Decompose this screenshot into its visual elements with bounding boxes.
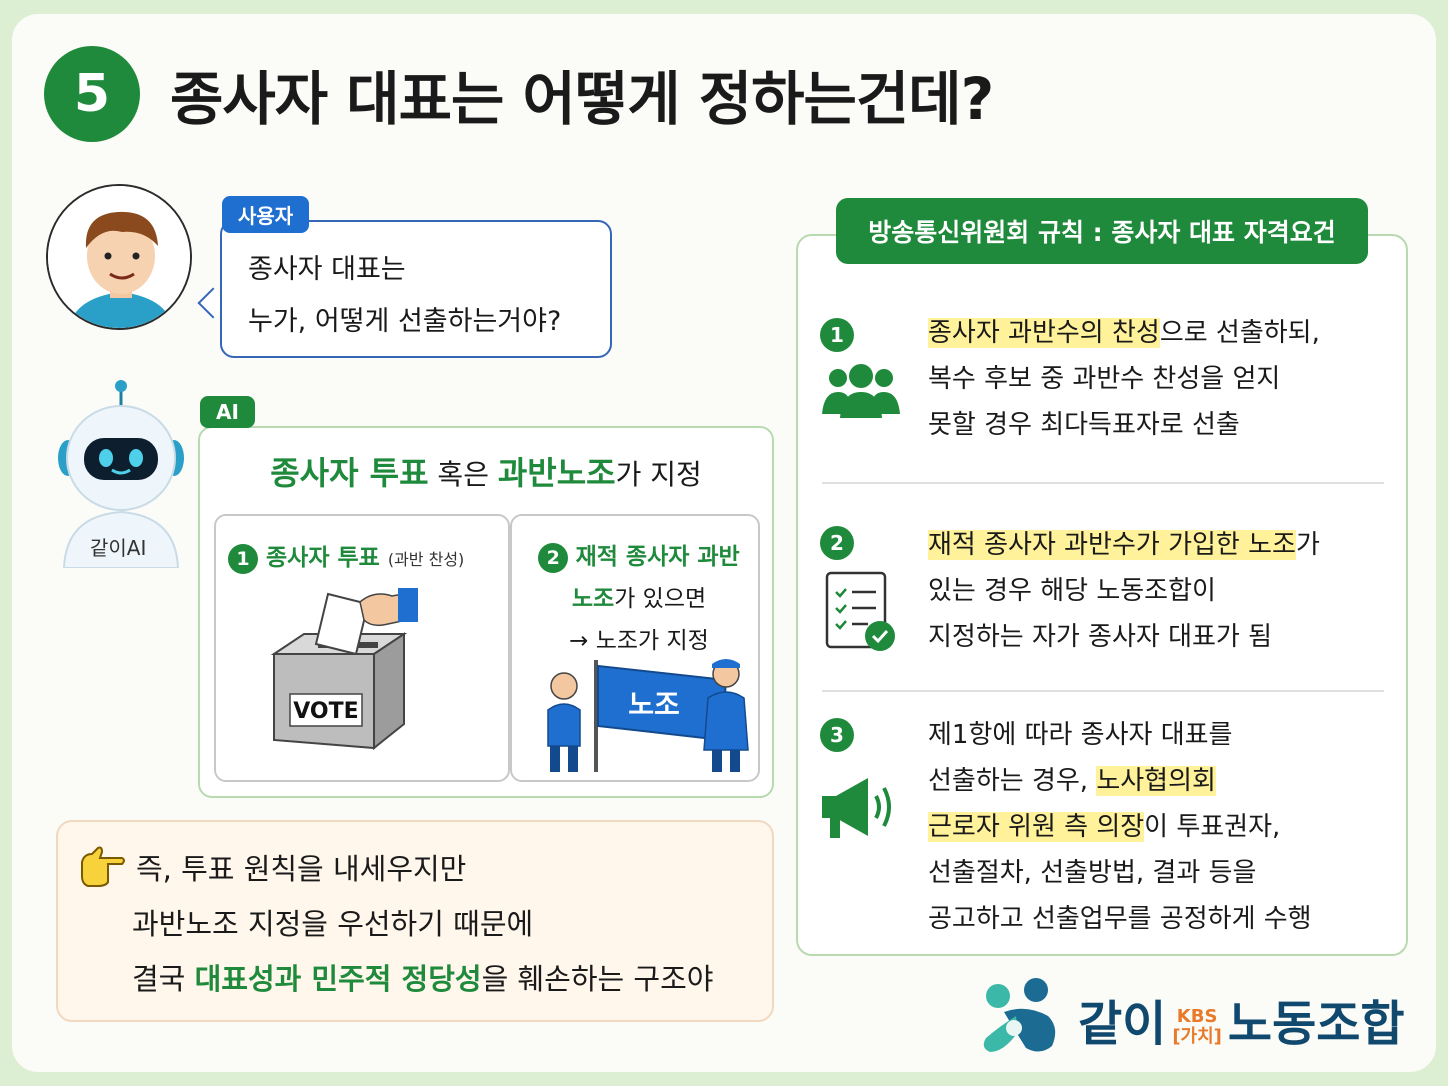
rule-highlight: 근로자 위원 측 의장 (928, 812, 1145, 842)
user-question-bubble: 종사자 대표는 누가, 어떻게 선출하는거야? (220, 220, 612, 358)
logo-kbs-line: [가치] (1172, 1026, 1222, 1047)
logo-main: 같이 (1078, 996, 1167, 1052)
rule-number: 3 (820, 718, 854, 752)
page-title: 종사자 대표는 어떻게 정하는건데? (170, 65, 994, 133)
pointing-hand-icon (81, 846, 125, 887)
user-avatar-icon (48, 186, 190, 328)
step-number-badge: 5 (44, 46, 140, 142)
rule-line: 이 투표권자, (1144, 812, 1281, 842)
logo-main: 노동조합 (1227, 996, 1405, 1052)
headline-part: 혹은 (428, 458, 498, 491)
rule-3-text: 제1항에 따라 종사자 대표를 선출하는 경우, 노사협의회 근로자 위원 측 … (928, 712, 1312, 942)
rule-line: 선출절차, 선출방법, 결과 등을 (928, 858, 1257, 888)
rule-line: 으로 선출하되, (1159, 318, 1320, 348)
user-question-line: 누가, 어떻게 선출하는거야? (248, 306, 562, 337)
rule-number: 2 (820, 526, 854, 560)
option-number: 2 (538, 542, 569, 573)
rule-line: 제1항에 따라 종사자 대표를 (928, 720, 1233, 750)
rule-divider (822, 482, 1384, 484)
rule-highlight: 종사자 과반수의 찬성 (928, 318, 1160, 348)
rule-line: 못할 경우 최다득표자로 선출 (928, 410, 1240, 440)
checklist-icon (825, 571, 895, 651)
rule-highlight: 재적 종사자 과반수가 가입한 노조 (928, 530, 1296, 560)
rule-number: 1 (820, 318, 854, 352)
union-flag-icon: 노조 (547, 659, 749, 772)
option-vote-sub: (과반 찬성) (387, 550, 465, 569)
ballot-box-icon: VOTE (270, 588, 418, 751)
option-union-line: 노조 (571, 586, 615, 612)
option-union-line: → 노조가 지정 (569, 628, 709, 654)
rule-2-text: 재적 종사자 과반수가 가입한 노조가 있는 경우 해당 노동조합이 지정하는 … (928, 522, 1320, 660)
flag-label: 노조 (628, 688, 680, 721)
logo-kbs-line: KBS (1176, 1006, 1218, 1027)
headline-part: 과반노조 (497, 454, 616, 492)
summary-line: 즉, 투표 원칙을 내세우지만 (136, 852, 467, 886)
logo-kbs: KBS[가치] (1172, 1007, 1222, 1047)
rule-line: 지정하는 자가 종사자 대표가 됨 (928, 622, 1273, 652)
ai-headline: 종사자 투표 혹은 과반노조가 지정 (0, 448, 972, 494)
union-logo-icon (983, 978, 1056, 1052)
ai-tag: AI (200, 396, 255, 428)
summary-emphasis: 대표성과 민주적 정당성 (194, 962, 482, 996)
headline-part: 종사자 투표 (270, 454, 429, 492)
option-union-line: 가 있으면 (614, 586, 707, 612)
summary-part: 을 훼손하는 구조야 (481, 962, 714, 996)
rule-line: 선출하는 경우, (928, 766, 1097, 796)
group-icon (822, 364, 900, 418)
rule-line: 있는 경우 해당 노동조합이 (928, 576, 1216, 606)
option-number: 1 (228, 543, 258, 574)
rule-1-text: 종사자 과반수의 찬성으로 선출하되, 복수 후보 중 과반수 찬성을 얻지 못… (928, 310, 1320, 448)
rules-title: 방송통신위원회 규칙 : 종사자 대표 자격요건 (836, 198, 1368, 264)
option-union-line: 재적 종사자 과반 (575, 544, 740, 570)
option-union-heading: 2 재적 종사자 과반 노조가 있으면 → 노조가 지정 (524, 536, 754, 662)
rule-line: 공고하고 선출업무를 공정하게 수행 (928, 904, 1312, 934)
summary-line: 결국 대표성과 민주적 정당성을 훼손하는 구조야 (132, 952, 713, 1007)
summary-line: 과반노조 지정을 우선하기 때문에 (132, 907, 534, 941)
ai-name-label: 같이AI (90, 536, 147, 560)
user-tag: 사용자 (222, 196, 310, 233)
summary-box (56, 820, 774, 1022)
rule-line: 가 (1295, 530, 1320, 560)
robot-icon (58, 380, 184, 568)
summary-part: 결국 (132, 962, 195, 996)
ballot-label: VOTE (293, 699, 358, 724)
rule-highlight: 노사협의회 (1096, 766, 1216, 796)
summary-text: 즉, 투표 원칙을 내세우지만 과반노조 지정을 우선하기 때문에 결국 대표성… (132, 842, 713, 1007)
rule-line: 복수 후보 중 과반수 찬성을 얻지 (928, 364, 1281, 394)
megaphone-icon (822, 778, 891, 838)
rule-divider (822, 690, 1384, 692)
user-avatar (46, 184, 192, 330)
headline-part: 가 지정 (615, 458, 702, 491)
option-vote-heading: 1 종사자 투표 (과반 찬성) (228, 538, 464, 574)
user-question-line: 종사자 대표는 (248, 254, 406, 285)
option-vote-label: 종사자 투표 (266, 545, 380, 571)
